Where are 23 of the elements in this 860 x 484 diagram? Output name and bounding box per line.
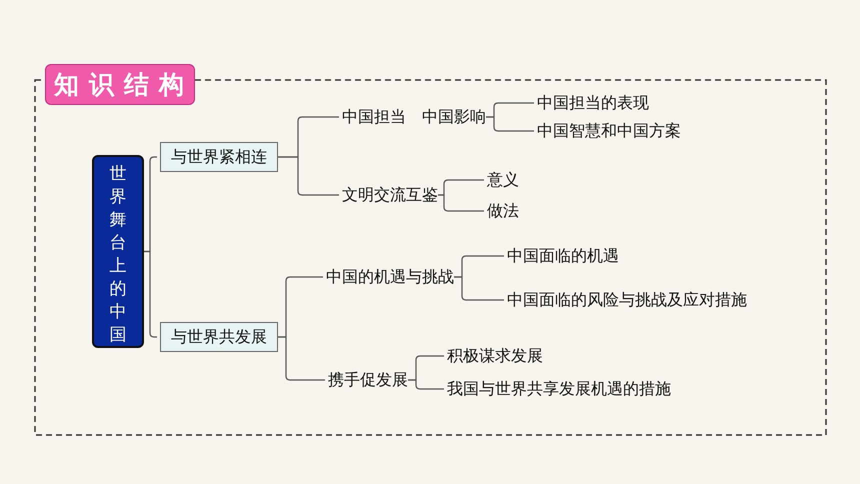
title-box: 世界舞台上的中国 [92,155,144,348]
topic-text: 中国面临的风险与挑战及应对措施 [507,290,747,310]
topic-text: 携手促发展 [328,370,408,390]
topic-text: 中国智慧和中国方案 [537,121,681,141]
topic-box: 与世界紧相连 [160,142,278,172]
bracket-connector [454,276,504,301]
bracket-connector [144,250,157,338]
topic-text: 中国的机遇与挑战 [326,267,454,287]
topic-text: 意义 [487,170,519,190]
topic-text: 做法 [487,201,519,221]
topic-text: 我国与世界共享发展机遇的措施 [447,379,671,399]
topic-text: 文明交流互鉴 [342,185,438,205]
bracket-connector [278,336,325,381]
topic-text: 积极谋求发展 [447,346,543,366]
topic-text: 中国担当 中国影响 [342,107,486,127]
title-badge: 知识结构 [45,64,195,105]
bracket-connector [278,156,339,196]
topic-text: 中国担当的表现 [537,93,649,113]
topic-text: 中国面临的机遇 [507,246,619,266]
topic-box: 与世界共发展 [160,322,278,352]
bracket-connector [486,116,534,132]
bracket-connector [438,194,484,212]
bracket-connector [408,379,444,390]
